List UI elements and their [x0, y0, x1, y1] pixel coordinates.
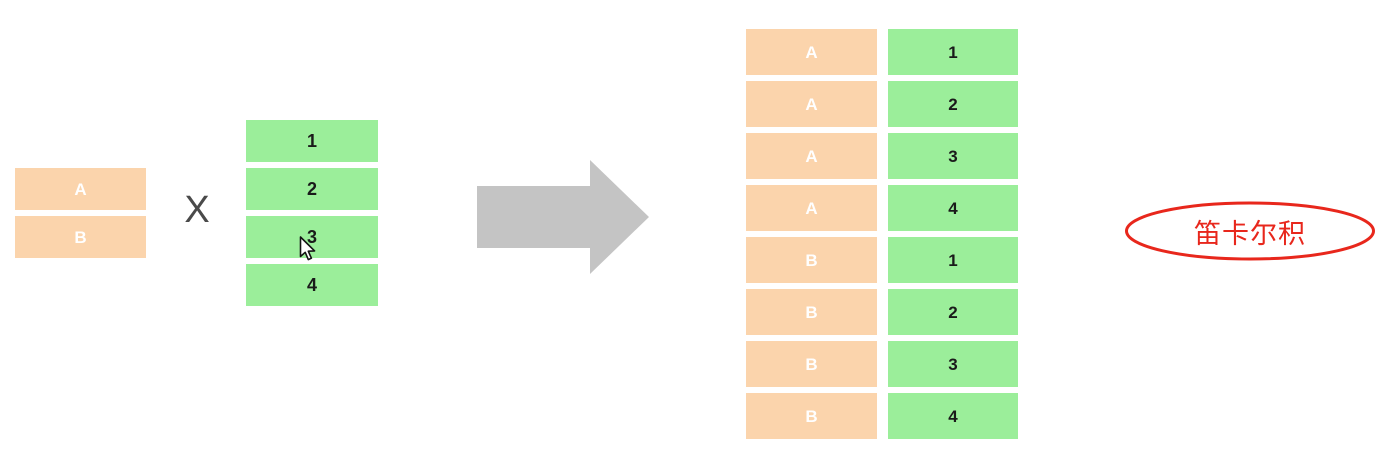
set-a-table: A B: [15, 168, 146, 258]
result-cell-left: A: [746, 185, 877, 231]
annotation-text: 笛卡尔积: [1194, 218, 1306, 250]
set-a-cell: A: [15, 168, 146, 210]
result-cell-right: 3: [888, 341, 1018, 387]
result-cell-right: 4: [888, 185, 1018, 231]
set-b-cell: 1: [246, 120, 378, 162]
result-cell-left: A: [746, 81, 877, 127]
set-b-cell: 2: [246, 168, 378, 210]
result-cell-right: 1: [888, 237, 1018, 283]
result-cell-left: A: [746, 29, 877, 75]
result-cell-left: B: [746, 393, 877, 439]
red-ellipse-icon: [1125, 201, 1375, 261]
result-cell-right: 2: [888, 289, 1018, 335]
set-b-table: 1 2 3 4: [246, 120, 378, 307]
result-cell-left: A: [746, 133, 877, 179]
result-cell-left: B: [746, 237, 877, 283]
set-b-cell: 4: [246, 264, 378, 306]
result-cell-right: 2: [888, 81, 1018, 127]
cartesian-product-table: A 1 A 2 A 3 A 4 B 1 B 2 B 3 B 4: [746, 29, 1018, 439]
transform-arrow-icon: [477, 160, 649, 274]
set-a-cell: B: [15, 216, 146, 258]
set-b-cell: 3: [246, 216, 378, 258]
result-cell-right: 3: [888, 133, 1018, 179]
result-cell-right: 4: [888, 393, 1018, 439]
result-cell-left: B: [746, 289, 877, 335]
cross-product-operator: X: [184, 188, 210, 231]
annotation-callout: 笛卡尔积: [1124, 200, 1376, 262]
result-cell-right: 1: [888, 29, 1018, 75]
result-cell-left: B: [746, 341, 877, 387]
